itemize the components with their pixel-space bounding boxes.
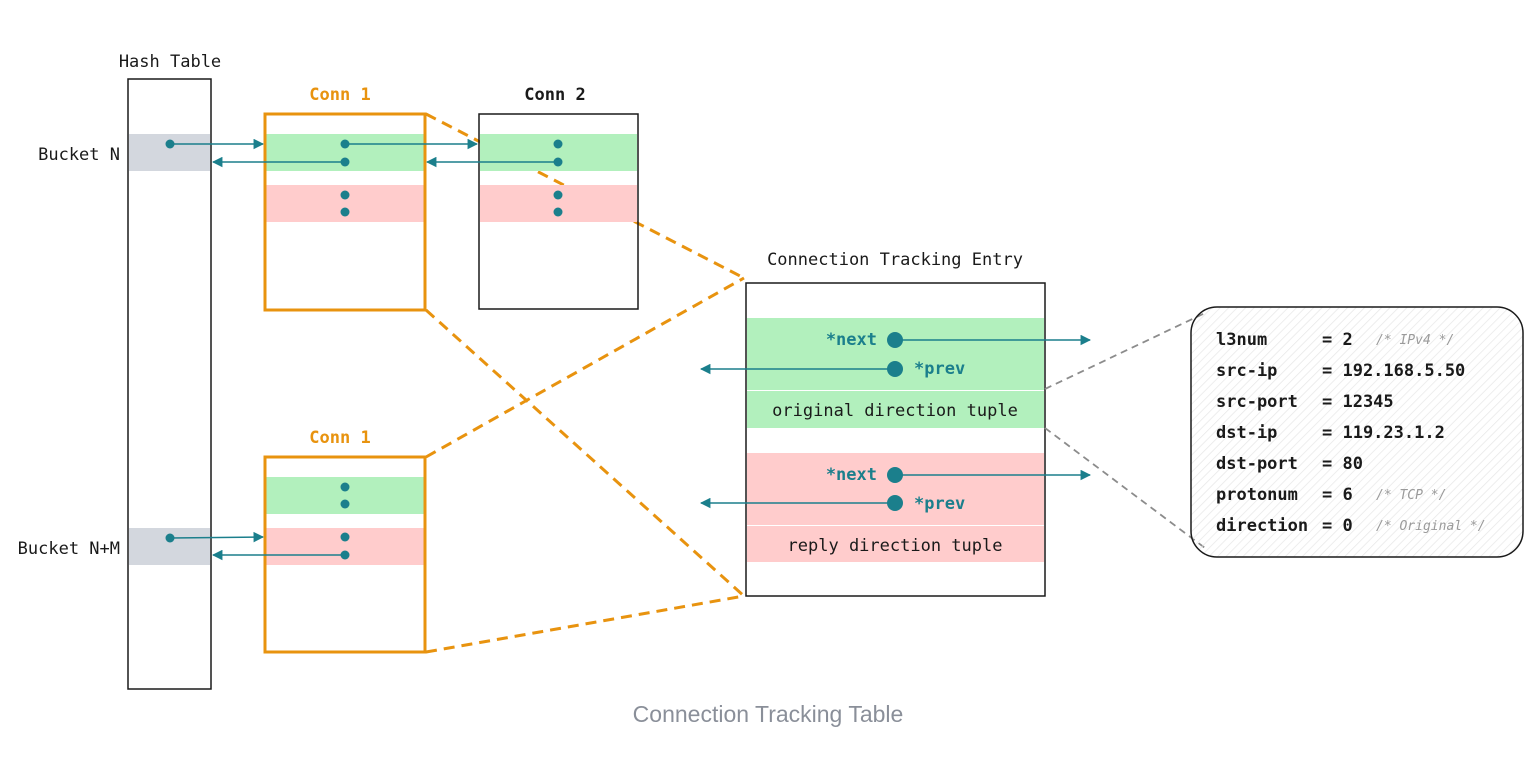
tuple-field-name: protonum: [1216, 485, 1298, 505]
tuple-field-value: = 6: [1322, 485, 1353, 505]
tuple-field-row: dst-ip = 119.23.1.2: [1216, 423, 1445, 443]
tuple-field-name: src-ip: [1216, 361, 1277, 381]
tuple-field-name: direction: [1216, 516, 1308, 536]
tuple-fields: l3num= 2/* IPv4 */src-ip= 192.168.5.50sr…: [1216, 330, 1486, 536]
conn1-top-box: [263, 112, 427, 312]
tuple-field-row: direction = 0 /* Original */: [1216, 516, 1486, 536]
conn2-reply-next-dot: [553, 190, 563, 200]
entry-reply-next-label: *next: [826, 465, 877, 485]
entry-original-pointers-band: [747, 318, 1044, 390]
entry-original-prev-label: *prev: [914, 359, 965, 379]
bucket-n-dot: [165, 139, 175, 149]
entry-original-prev-dot: [887, 361, 903, 377]
zoom-line-top-2: [424, 308, 746, 598]
tuple-field-row: dst-port = 80: [1216, 454, 1363, 474]
tuple-field-comment: /* TCP */: [1376, 488, 1446, 503]
entry-reply-pointers-band: [747, 453, 1044, 525]
conn1-bottom-next-dot: [340, 482, 350, 492]
zoom-line-bottom-1: [425, 276, 745, 459]
list-pointers: [169, 138, 558, 561]
conn1-top-label: Conn 1: [309, 85, 370, 105]
bucket-nm-dot: [165, 533, 175, 543]
tuple-field-value: = 12345: [1322, 392, 1394, 412]
conn2-next-dot: [553, 139, 563, 149]
tuple-field-value: = 80: [1322, 454, 1363, 474]
entry-reply-prev-label: *prev: [914, 494, 965, 514]
entry-reply-tuple-band: [747, 526, 1044, 562]
conn2-label: Conn 2: [524, 85, 585, 105]
tuple-field-row: l3num = 2 /* IPv4 */: [1216, 330, 1454, 350]
pointer-dots: [165, 139, 563, 560]
conn2-prev-dot: [553, 157, 563, 167]
bucket-nm-to-conn1-arrow: [169, 531, 265, 543]
tuple-detail-callout: [1190, 306, 1524, 558]
tuple-field-row: src-port = 12345: [1216, 392, 1394, 412]
tuple-field-name: src-port: [1216, 392, 1298, 412]
tuple-field-name: dst-port: [1216, 454, 1298, 474]
conn1-top-next-dot: [340, 139, 350, 149]
entry-reply-next-dot: [887, 467, 903, 483]
entry-pointer-dots: [887, 332, 903, 511]
conn1-bottom-reply-next-dot: [340, 532, 350, 542]
tuple-field-comment: /* IPv4 */: [1376, 333, 1454, 348]
tuple-field-row: src-ip = 192.168.5.50: [1216, 361, 1465, 381]
tuple-field-name: l3num: [1216, 330, 1267, 350]
tuple-field-value: = 0: [1322, 516, 1353, 536]
entry-original-tuple-band: [747, 391, 1044, 428]
conn1-top-reply-prev-dot: [340, 207, 350, 217]
conn1-bottom-reply-prev-dot: [340, 550, 350, 560]
entry-original-next-dot: [887, 332, 903, 348]
conn2-reply-prev-dot: [553, 207, 563, 217]
entry-pointer-arrows: [699, 334, 1092, 509]
conn1-top-prev-dot: [340, 157, 350, 167]
conn1-top-reply-next-dot: [340, 190, 350, 200]
hash-table-title: Hash Table: [119, 52, 221, 72]
tuple-field-value: = 119.23.1.2: [1322, 423, 1445, 443]
diagram-caption: Connection Tracking Table: [633, 701, 904, 727]
tuple-field-value: = 192.168.5.50: [1322, 361, 1465, 381]
tuple-field-row: protonum = 6 /* TCP */: [1216, 485, 1446, 505]
entry-original-next-label: *next: [826, 330, 877, 350]
tuple-field-name: dst-ip: [1216, 423, 1277, 443]
zoom-line-bottom-2: [425, 594, 745, 654]
entry-box: [745, 282, 1046, 597]
conn2-box: [478, 113, 639, 310]
entry-title: Connection Tracking Entry: [767, 250, 1023, 270]
entry-original-tuple-label: original direction tuple: [772, 401, 1018, 421]
conn1-bottom-prev-dot: [340, 499, 350, 509]
tuple-field-value: = 2: [1322, 330, 1353, 350]
entry-reply-prev-dot: [887, 495, 903, 511]
conn1-bottom-label: Conn 1: [309, 428, 370, 448]
bucket-n-label: Bucket N: [38, 145, 120, 165]
hash-table: [127, 78, 212, 690]
callout-lines: [1044, 312, 1206, 549]
entry-reply-tuple-label: reply direction tuple: [788, 536, 1003, 556]
bucket-n-plus-m-label: Bucket N+M: [18, 539, 120, 559]
tuple-field-comment: /* Original */: [1376, 519, 1486, 534]
